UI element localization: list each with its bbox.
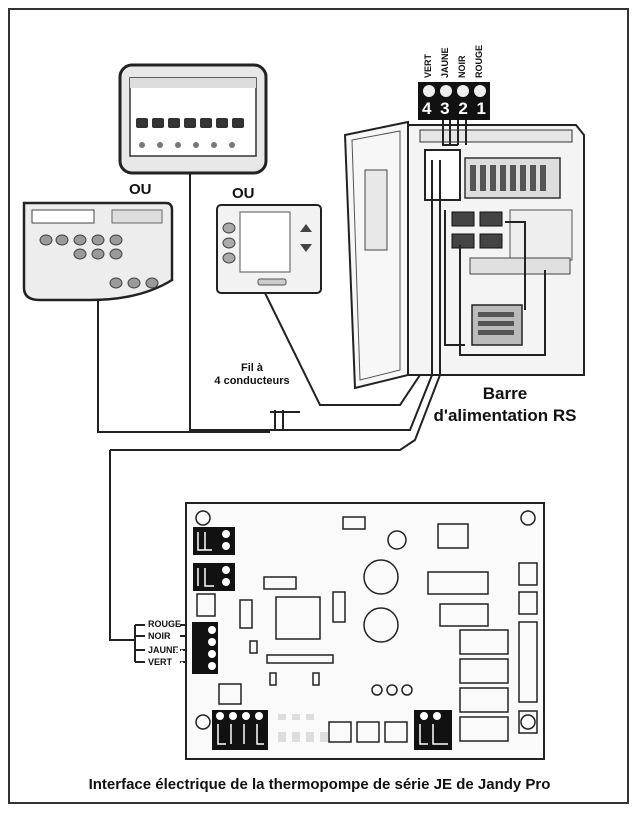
top-terminal-block [418, 82, 490, 120]
top-terminal-name-2: JAUNE [440, 47, 450, 78]
pcb-terminal-name-2: NOIR [148, 631, 171, 641]
caption: Interface électrique de la thermopompe d… [88, 776, 551, 793]
top-terminal-name-1: VERT [423, 53, 433, 78]
power-center-cabinet [343, 120, 585, 390]
or-label-2: OU [232, 185, 255, 202]
pcb-terminal-name-3: JAUNE [148, 645, 179, 655]
top-terminal-name-3: NOIR [457, 55, 467, 79]
pcb-board [185, 502, 545, 760]
pcb-terminal-name-1: ROUGE [148, 619, 182, 629]
pcb-terminal-name-4: VERT [148, 657, 173, 667]
or-label-1: OU [129, 181, 152, 198]
power-bar-label: Barre d'alimentation RS [433, 384, 577, 425]
top-terminal-name-4: ROUGE [474, 44, 484, 78]
wire-label: Fil à 4 conducteurs [214, 362, 290, 387]
remote-controller [216, 204, 322, 294]
top-terminal-numbers: 4 3 2 1 [422, 99, 488, 118]
touchscreen-controller [118, 63, 268, 175]
pcb-terminal-numbers: 1 2 3 4 [172, 637, 186, 681]
wall-controller [22, 201, 174, 302]
